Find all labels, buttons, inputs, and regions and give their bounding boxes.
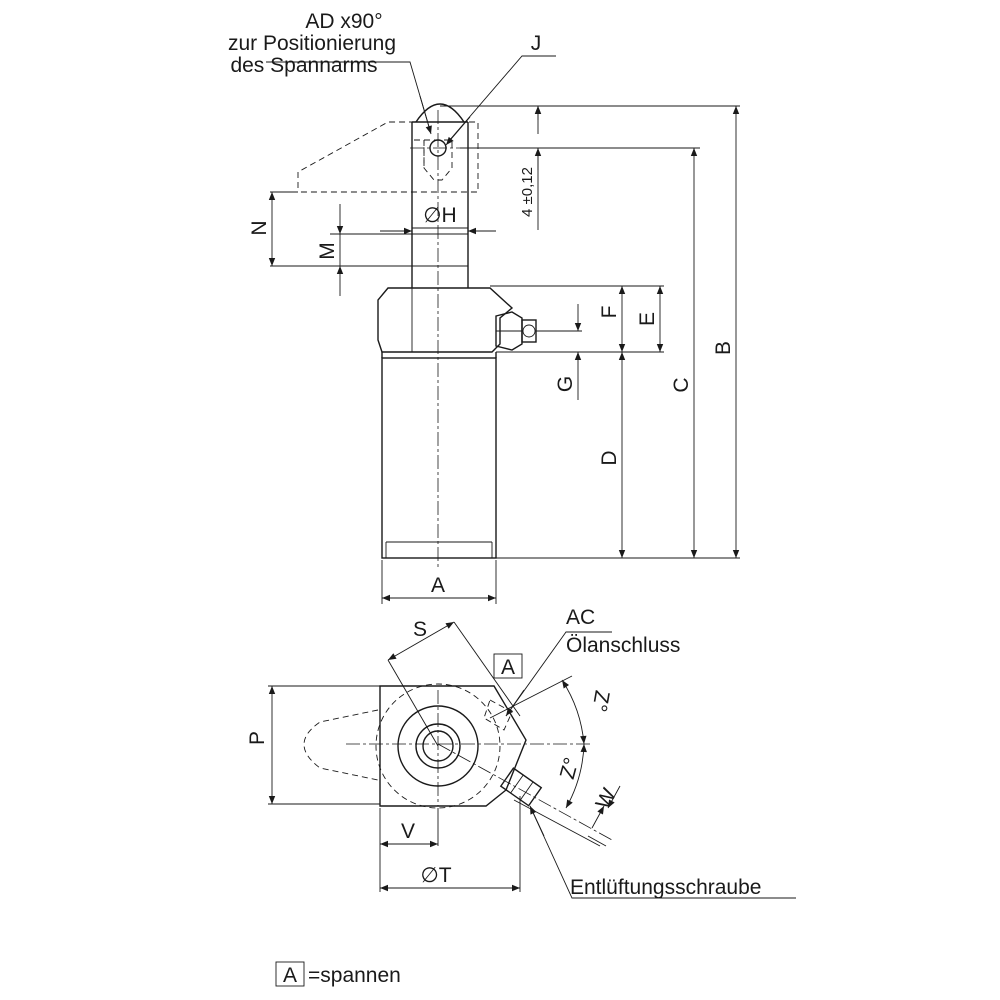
label-ac-1: AC [566, 606, 595, 629]
label-c: C [670, 377, 693, 392]
cylinder-body [381, 352, 497, 559]
label-a: A [431, 574, 445, 597]
label-ad-1: AD x90° [305, 10, 382, 33]
label-z-upper: Z° [587, 689, 613, 714]
label-p: P [246, 731, 269, 745]
side-view: N M ∅H 4 ±0,12 E F G D C B [228, 10, 740, 604]
label-n: N [248, 220, 271, 235]
label-m: M [316, 242, 339, 260]
top-flange-circle [375, 683, 501, 809]
label-t: ∅T [420, 864, 451, 887]
piston-rod [411, 122, 469, 288]
legend-text: =spannen [308, 964, 401, 987]
label-f: F [598, 306, 621, 319]
label-j: J [531, 32, 542, 55]
top-view: P S V ∅T Z° Z° W A AC Ölanschluss [246, 606, 796, 899]
label-ad-3: des Spannarms [230, 54, 377, 77]
arc-z-lower [565, 743, 587, 809]
label-b: B [712, 341, 735, 355]
label-v: V [401, 820, 415, 843]
label-z-lower: Z° [556, 755, 584, 781]
top-arm-outline [303, 709, 379, 781]
label-ac-2: Ölanschluss [566, 634, 680, 657]
label-vent: Entlüftungsschraube [570, 876, 761, 899]
piston-cap [415, 103, 465, 123]
oil-port-fitting [495, 311, 537, 351]
label-tolerance: 4 ±0,12 [519, 167, 536, 217]
label-s: S [413, 618, 427, 641]
label-w: W [591, 785, 621, 813]
box-a-marker [493, 653, 523, 679]
arc-z-upper [561, 679, 587, 745]
label-h: ∅H [423, 204, 456, 227]
label-box-a: A [501, 656, 515, 679]
legend: A =spannen [275, 961, 401, 987]
leader-vent [529, 805, 796, 899]
body-hex [377, 287, 514, 353]
label-ad-2: zur Positionierung [228, 32, 396, 55]
legend-box-label: A [283, 964, 297, 987]
vent-screw [499, 767, 543, 807]
leader-j [447, 55, 556, 143]
label-g: G [554, 376, 577, 392]
leader-ac [505, 631, 612, 717]
legend-box [275, 961, 305, 987]
label-d: D [598, 450, 621, 465]
clamp-arm-outline [297, 121, 479, 193]
label-e: E [636, 312, 659, 326]
